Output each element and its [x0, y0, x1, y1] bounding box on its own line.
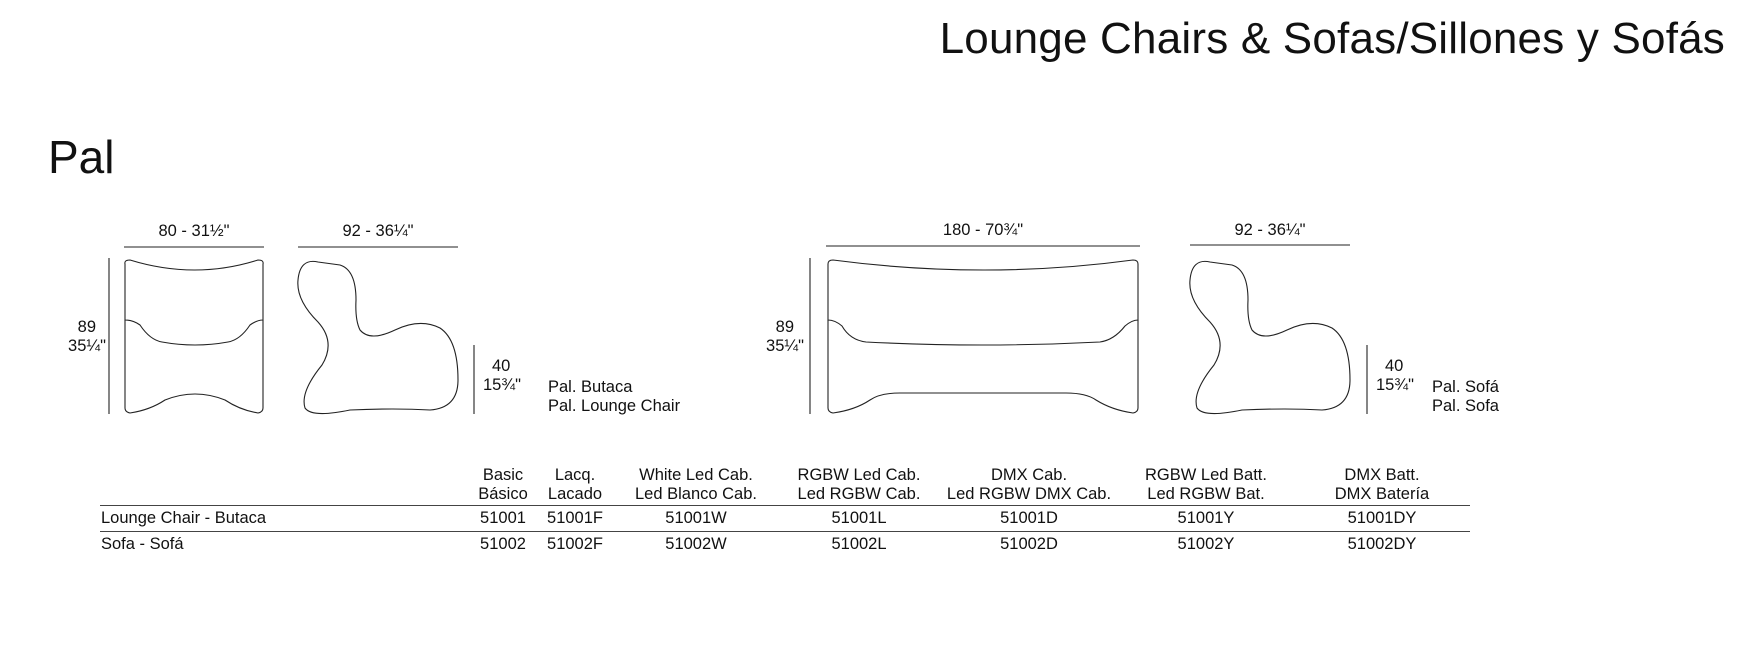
- page-title: Lounge Chairs & Sofas/Sillones y Sofás: [939, 14, 1725, 63]
- sofa-depth-dimension: 92 - 36¼": [1234, 221, 1306, 239]
- table-cell: 51002: [480, 535, 526, 553]
- table-row: Sofa - Sofá 51002 51002F 51002W 51002L 5…: [100, 532, 1470, 558]
- sofa-seat-in: 15¾": [1376, 376, 1414, 394]
- sofa-front-seat: [827, 320, 1139, 414]
- table-row: Lounge Chair - Butaca 51001 51001F 51001…: [100, 506, 1470, 532]
- table-cell: 51002L: [831, 535, 887, 553]
- chair-seat-cm: 40: [492, 357, 511, 375]
- sofa-label-es: Pal. Sofá: [1432, 378, 1499, 396]
- chair-height-cm: 89: [77, 318, 96, 336]
- column-header: DMX Cab.Led RGBW DMX Cab.: [946, 466, 1112, 503]
- table-cell: 51001F: [547, 509, 603, 527]
- sofa-height-in: 35¼": [766, 337, 804, 355]
- chair-seat-in: 15¾": [483, 376, 521, 394]
- table-cell: 51002Y: [1177, 535, 1235, 553]
- chair-front-seat: [124, 320, 264, 414]
- table-cell: 51001W: [665, 509, 727, 527]
- chair-depth-dimension: 92 - 36¼": [342, 222, 414, 240]
- chair-label-en: Pal. Lounge Chair: [548, 397, 681, 415]
- row-name: Lounge Chair - Butaca: [101, 509, 267, 527]
- header-empty: [100, 466, 470, 506]
- table-cell: 51001DY: [1347, 509, 1417, 527]
- column-header: Lacq.Lacado: [547, 466, 603, 503]
- sofa-label-en: Pal. Sofa: [1432, 397, 1499, 415]
- table-cell: 51001: [480, 509, 526, 527]
- table-cell: 51002DY: [1347, 535, 1417, 553]
- product-name: Pal: [48, 131, 115, 183]
- table-cell: 51002D: [1000, 535, 1058, 553]
- column-header: DMX Batt.DMX Batería: [1334, 466, 1430, 503]
- table-cell: 51002W: [665, 535, 727, 553]
- column-header: RGBW Led Batt.Led RGBW Bat.: [1145, 466, 1267, 503]
- column-header: RGBW Led Cab.Led RGBW Cab.: [797, 466, 921, 503]
- chair-side-outline: [297, 260, 459, 415]
- chair-height-in: 35¼": [68, 337, 106, 355]
- table-cell: 51002F: [547, 535, 603, 553]
- column-header: White Led Cab.Led Blanco Cab.: [634, 466, 757, 503]
- sofa-seat-cm: 40: [1385, 357, 1404, 375]
- sofa-side-outline: [1189, 260, 1351, 415]
- sofa-front-outline: [827, 259, 1139, 346]
- table-cell: 51001L: [831, 509, 887, 527]
- chair-width-dimension: 80 - 31½": [158, 222, 230, 240]
- chair-front-outline: [124, 259, 264, 346]
- table-cell: 51001Y: [1177, 509, 1235, 527]
- chair-label-es: Pal. Butaca: [548, 378, 633, 396]
- row-name: Sofa - Sofá: [101, 535, 184, 553]
- sofa-height-cm: 89: [775, 318, 794, 336]
- sofa-width-dimension: 180 - 70¾": [942, 221, 1024, 239]
- table-cell: 51001D: [1000, 509, 1058, 527]
